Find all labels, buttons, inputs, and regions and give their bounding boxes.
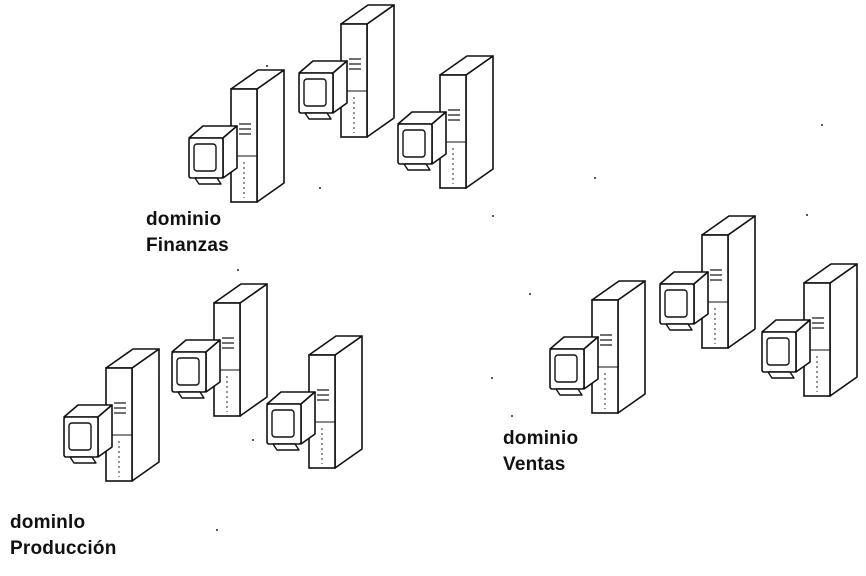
ventas-computer-2 xyxy=(659,215,756,349)
domain-label-finanzas-line1: dominio xyxy=(146,209,222,230)
finanzas-computer-2 xyxy=(298,4,395,138)
domain-label-produccion: dominlo Producción xyxy=(10,510,117,562)
domain-finanzas-group xyxy=(188,4,494,203)
scan-specks xyxy=(216,65,823,531)
domain-label-ventas-line2: Ventas xyxy=(503,454,566,475)
domain-label-ventas-line1: dominio xyxy=(503,428,579,449)
domain-ventas-group xyxy=(549,215,858,414)
domain-label-ventas: dominio Ventas xyxy=(503,426,578,478)
domain-label-produccion-line1: dominlo xyxy=(10,512,86,533)
produccion-computer-3 xyxy=(266,335,363,469)
finanzas-computer-1 xyxy=(188,69,285,203)
produccion-computer-1 xyxy=(63,348,160,482)
domain-label-finanzas-line2: Finanzas xyxy=(146,235,229,256)
ventas-computer-3 xyxy=(761,263,858,397)
domain-label-produccion-line2: Producción xyxy=(10,538,117,559)
finanzas-computer-3 xyxy=(397,55,494,189)
produccion-computer-2 xyxy=(171,283,268,417)
domain-produccion-group xyxy=(63,283,363,482)
domain-label-finanzas: dominio Finanzas xyxy=(146,207,229,259)
ventas-computer-1 xyxy=(549,280,646,414)
